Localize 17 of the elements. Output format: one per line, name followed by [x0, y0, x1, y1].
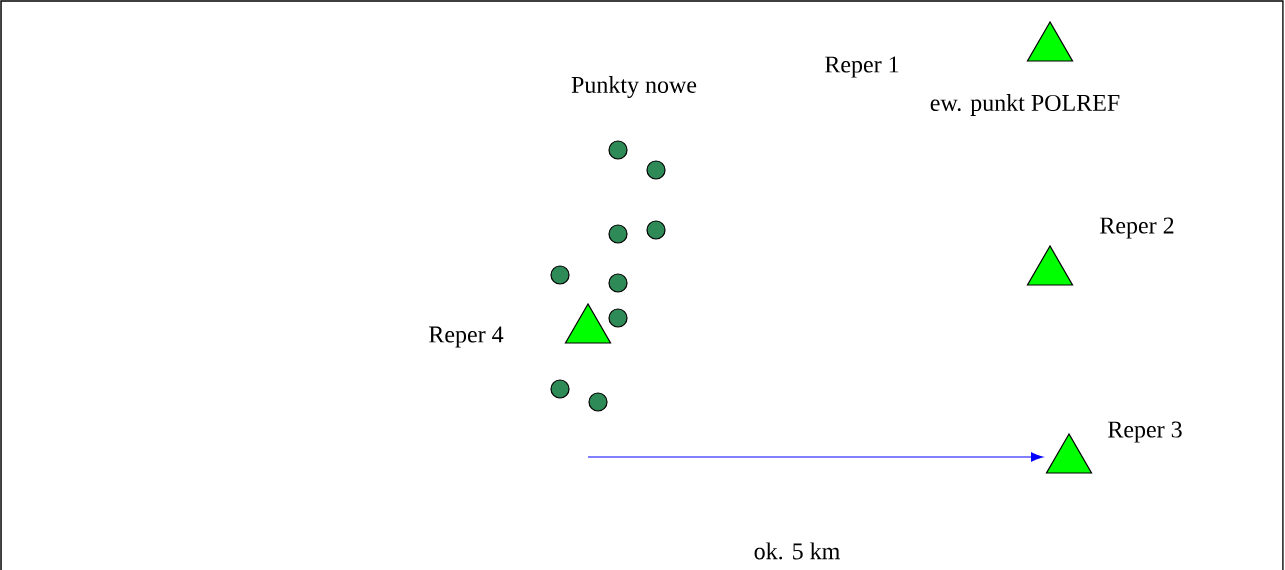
point-marker — [608, 308, 628, 328]
arrow — [587, 452, 1043, 462]
point-marker — [608, 224, 628, 244]
point-marker — [588, 392, 608, 412]
text-label: Punkty nowe — [571, 76, 697, 98]
text-label: ok. 5 km — [754, 542, 840, 560]
benchmark-label: ew. punkt POLREF — [930, 94, 1120, 116]
point-marker — [608, 273, 628, 293]
benchmark-label: Reper 3 — [1108, 421, 1182, 443]
benchmark-label: Reper 1 — [825, 56, 899, 78]
point-marker — [646, 160, 666, 180]
point-marker — [608, 140, 628, 160]
benchmark-label: Reper 2 — [1100, 217, 1174, 239]
point-marker — [550, 265, 570, 285]
point-marker — [646, 220, 666, 240]
point-marker — [550, 379, 570, 399]
benchmark-label: Reper 4 — [429, 326, 504, 348]
